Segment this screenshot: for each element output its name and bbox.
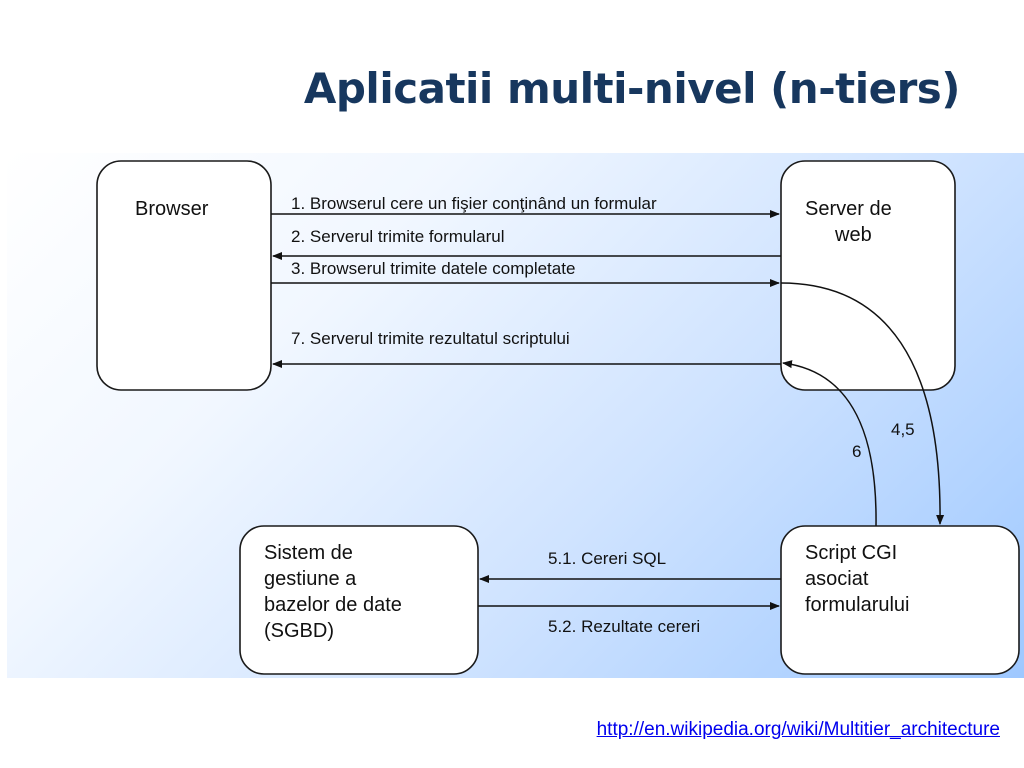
sgbd-label-line: Sistem de xyxy=(264,542,353,564)
edge-label-6: 6 xyxy=(852,442,862,461)
arrow-4-5-to-cgi xyxy=(780,282,945,525)
diagram-canvas xyxy=(96,160,1020,675)
edge-label-1: 1. Browserul cere un fişier conţinând un… xyxy=(291,194,657,213)
cgi-script-label-line: Script CGI xyxy=(805,542,898,564)
cgi-script-label-line: formularului xyxy=(805,594,910,616)
edge-label-7: 7. Serverul trimite rezultatul scriptulu… xyxy=(291,329,570,348)
web-server-label-line: web xyxy=(835,224,872,246)
slide-title: Aplicatii multi-nivel (n-tiers) xyxy=(303,64,961,113)
edge-label-5-2: 5.2. Rezultate cereri xyxy=(548,617,701,636)
cgi-script-label: Script CGI asociat formularului xyxy=(805,540,909,618)
web-server-label: Server de web xyxy=(805,196,945,248)
sgbd-label: Sistem de gestiune a bazelor de date (SG… xyxy=(264,540,402,644)
arrow-6-to-server xyxy=(782,360,877,527)
web-server-label-line: Server de xyxy=(805,198,892,220)
sgbd-label-line: (SGBD) xyxy=(264,620,334,642)
sgbd-label-line: bazelor de date xyxy=(264,594,402,616)
browser-label-text: Browser xyxy=(135,198,209,220)
edge-label-2: 2. Serverul trimite formularul xyxy=(291,227,505,246)
edge-label-5-1: 5.1. Cereri SQL xyxy=(548,549,667,568)
diagram-panel: Browser Server de web Script CGI asociat… xyxy=(7,153,1024,678)
cgi-script-label-line: asociat xyxy=(805,568,869,590)
edge-label-3: 3. Browserul trimite datele completate xyxy=(291,259,576,278)
browser-label: Browser xyxy=(135,196,208,222)
cgi-script-node xyxy=(780,525,1020,675)
edge-label-4-5: 4,5 xyxy=(891,420,915,439)
sgbd-node xyxy=(239,525,479,675)
web-server-node xyxy=(780,160,956,391)
source-link[interactable]: http://en.wikipedia.org/wiki/Multitier_a… xyxy=(596,719,1000,740)
browser-node xyxy=(96,160,272,391)
sgbd-label-line: gestiune a xyxy=(264,568,357,590)
